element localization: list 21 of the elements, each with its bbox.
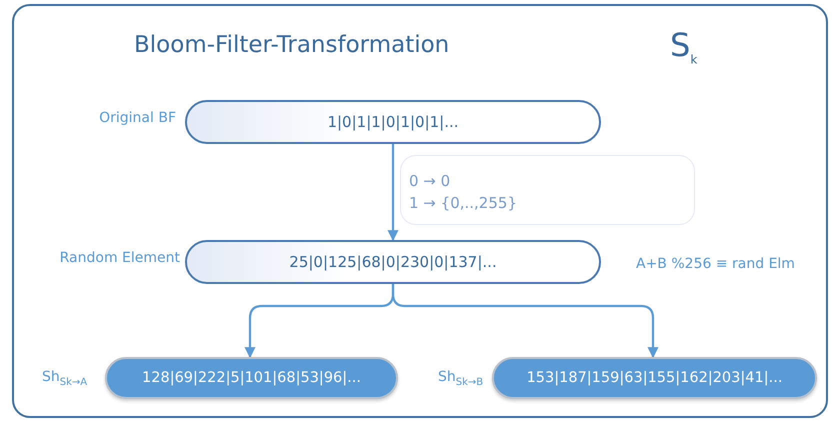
row-label: Sh$_{Sk→A}$ xyxy=(42,369,88,388)
note-box xyxy=(400,155,695,225)
bit-values: 128|69|222|5|101|68|53|96|... xyxy=(142,370,361,386)
bit-values: 153|187|159|63|155|162|203|41|... xyxy=(526,370,782,386)
mapping-rule: 1 → {0,..,255} xyxy=(409,193,517,214)
bit-values: 25|0|125|68|0|230|0|137|... xyxy=(289,253,497,271)
arrow xyxy=(392,284,658,358)
set-label: S$_{k}$ xyxy=(670,26,698,66)
data-bar xyxy=(105,357,398,399)
row-label: Original BF xyxy=(98,110,176,126)
data-bar xyxy=(492,357,817,399)
mapping-rule: 0 → 0 xyxy=(409,171,450,192)
arrow xyxy=(388,144,398,242)
row-label: Sh$_{Sk→B}$ xyxy=(438,369,484,388)
frame-heading: Bloom-Filter-Transformation xyxy=(134,32,450,58)
formula-note: A+B %256 ≡ rand Elm xyxy=(636,256,795,272)
row-label: Random Element xyxy=(58,250,180,266)
data-bar xyxy=(185,100,601,144)
data-bar xyxy=(185,240,601,284)
diagram-frame xyxy=(12,4,828,418)
bit-values: 1|0|1|1|0|1|0|1|... xyxy=(327,113,459,131)
